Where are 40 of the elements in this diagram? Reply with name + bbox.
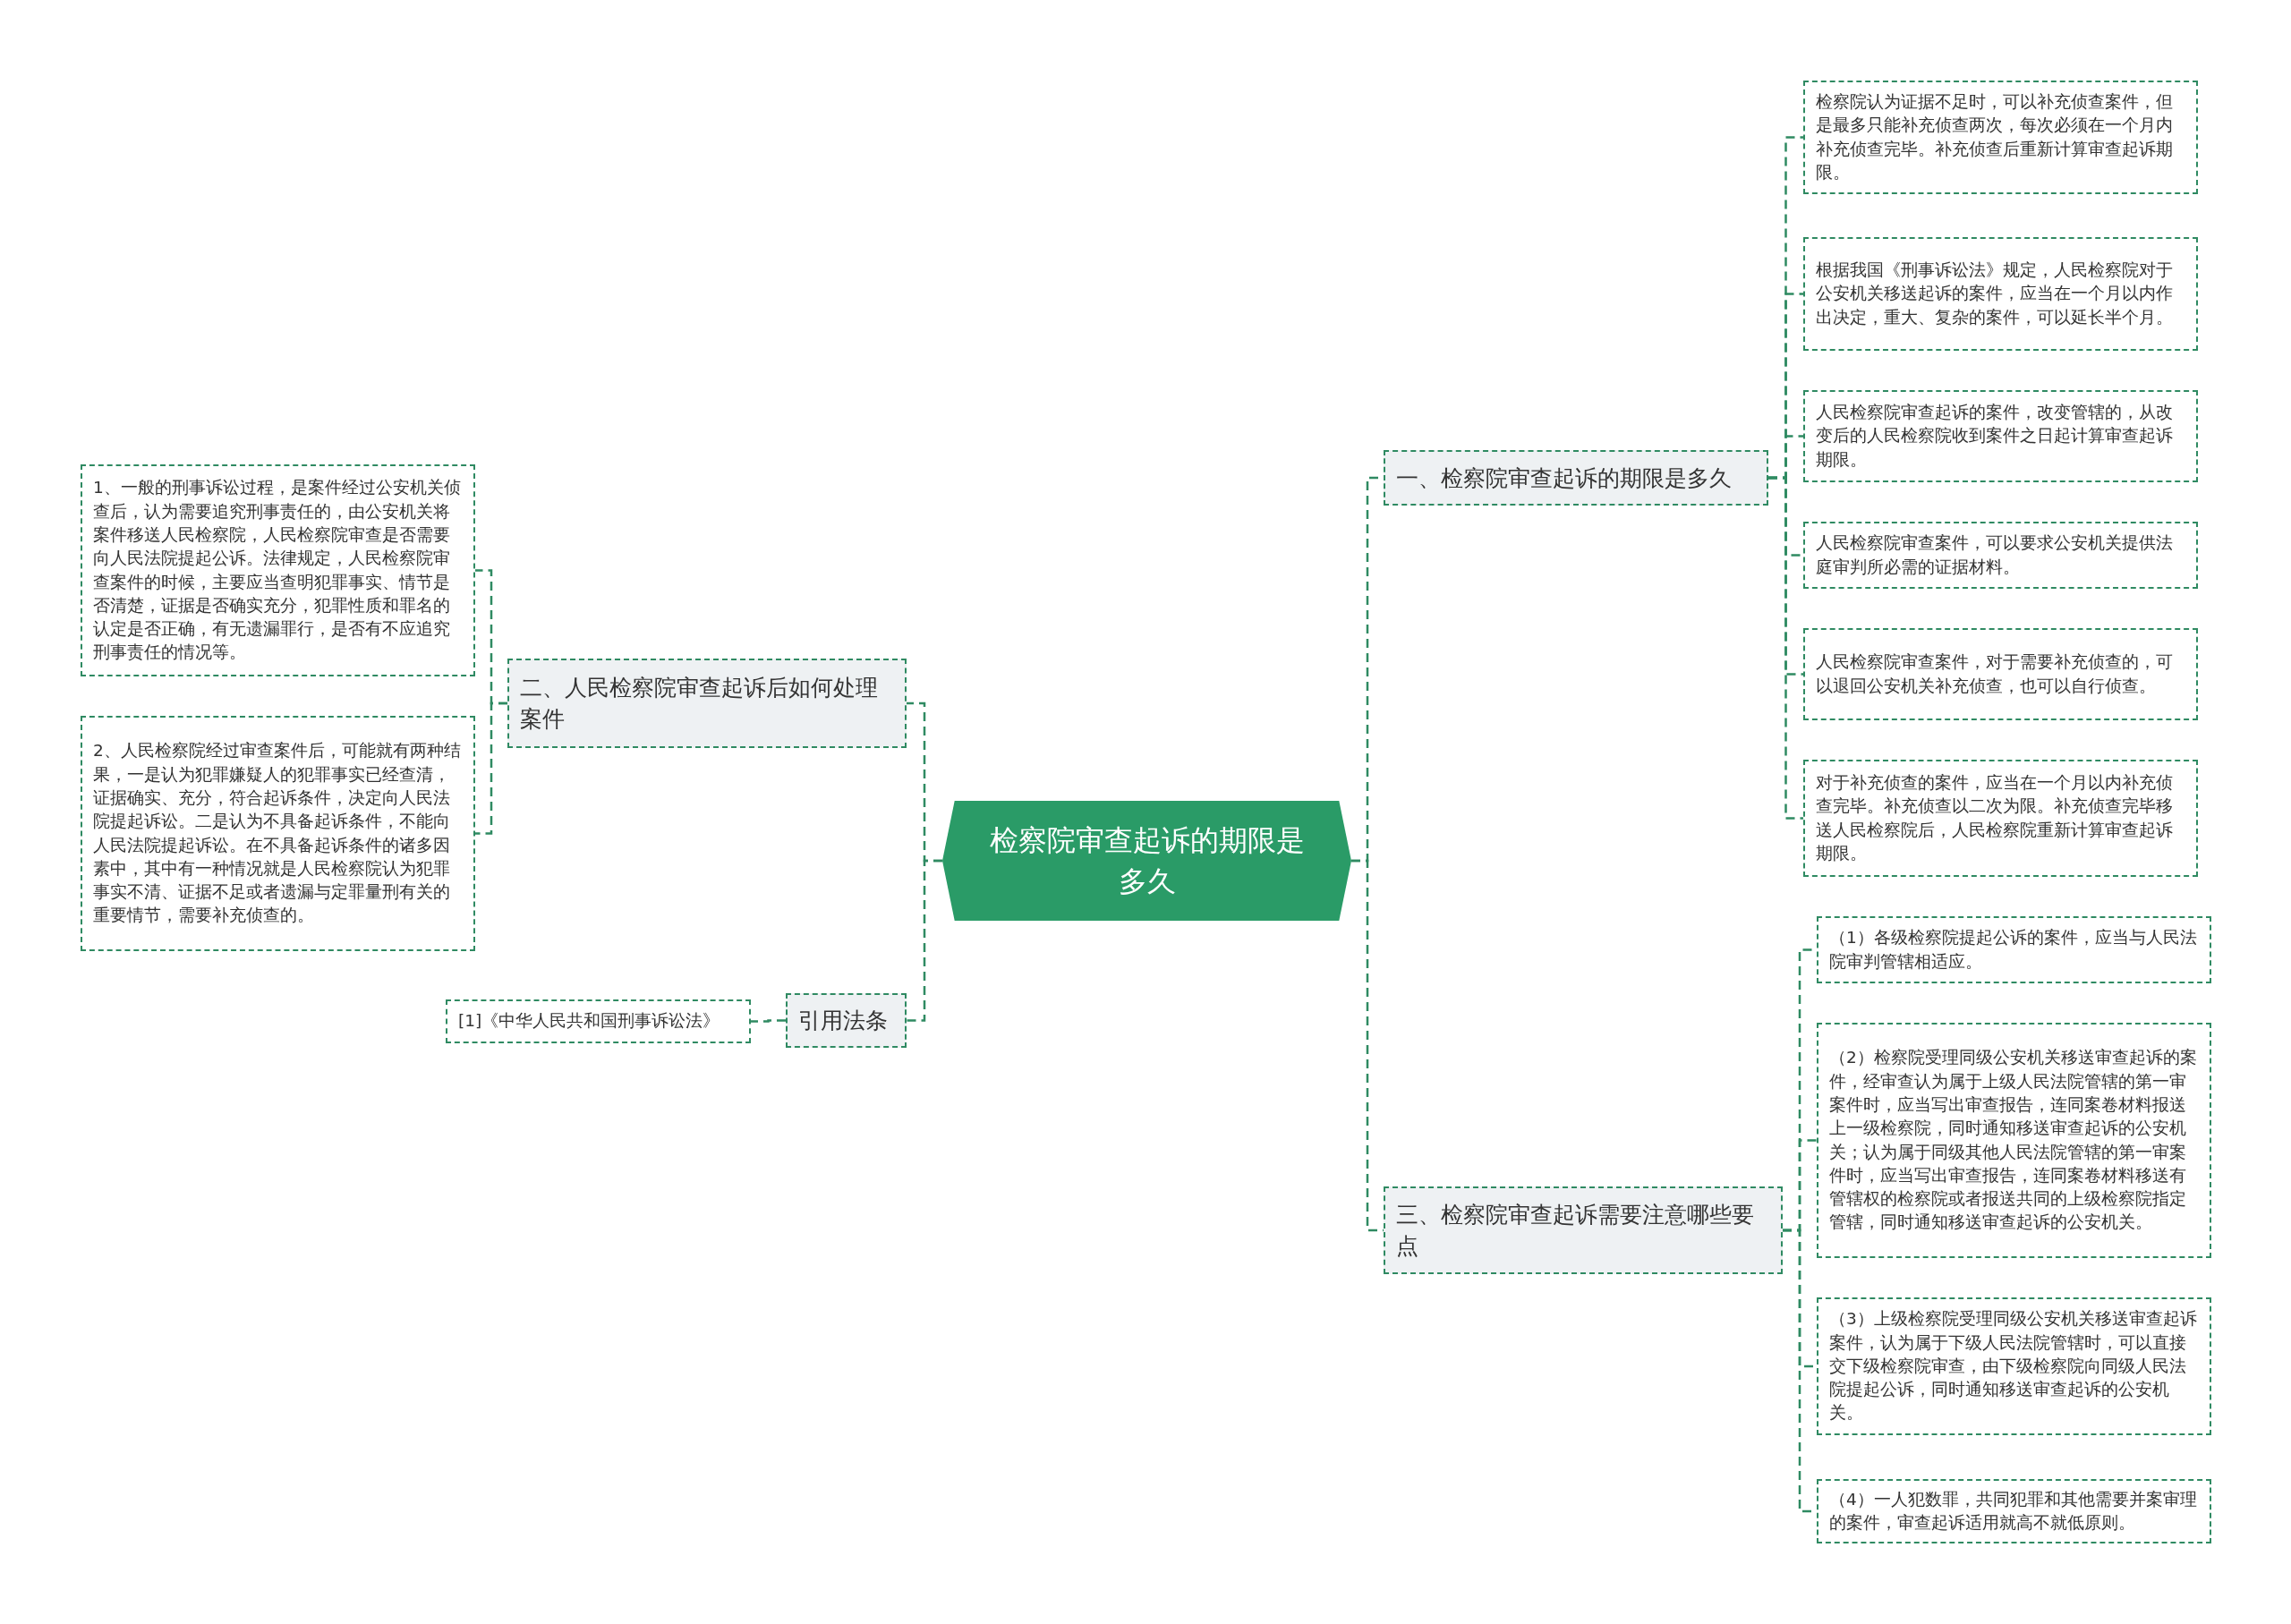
connector <box>751 1019 786 1023</box>
note-text: [1]《中华人民共和国刑事诉讼法》 <box>458 1010 720 1033</box>
note-text: （2）检察院受理同级公安机关移送审查起诉的案件，经审查认为属于上级人民法院管辖的第一审案件时，应当写出审查报告，连同案卷材料报送上一级检察院，同时通知移送审查起诉的公安机关；认为属于同级其他人民法院管辖的第一审案件时，应当写出审查报告，连同案卷材料移送有管辖权的检察院或者报送共同的上级检察院指定管辖，同时通知移送审查起诉的公安机关。 <box>1829 1047 2198 1234</box>
note-box <box>1817 1023 2211 1258</box>
topic-text: 一、检察院审查起诉的期限是多久 <box>1396 463 1732 493</box>
topic-text: 引用法条 <box>798 1007 888 1035</box>
note-box <box>1817 1297 2211 1435</box>
note-box <box>1803 760 2198 877</box>
note-box <box>81 716 475 951</box>
note-text: （3）上级检察院受理同级公安机关移送审查起诉案件，认为属于下级人民法院管辖时，可以直接交下级检察院审查，由下级检察院向同级人民法院提起公诉，同时通知移送审查起诉的公安机关。 <box>1829 1308 2198 1424</box>
note-text: 1、一般的刑事诉讼过程，是案件经过公安机关侦查后，认为需要追究刑事责任的，由公安机关将案件移送人民检察院，人民检察院审查是否需要向人民法院提起公诉。法律规定，人民检察院审查案件的时候，主要应当查明犯罪事实、情节是否清楚，证据是否确实充分，犯罪性质和罪名的认定是否正确，有无遗漏罪行，是否有不应追究刑事责任的情况等。 <box>93 477 462 664</box>
note-box <box>1817 1479 2211 1543</box>
note-text: 2、人民检察院经过审查案件后，可能就有两种结果，一是认为犯罪嫌疑人的犯罪事实已经查清，证据确实、充分，符合起诉条件，决定向人民法院提起诉讼。二是认为不具备起诉条件，不能向人民法院提起诉讼。在不具备起诉条件的诸多因素中，其中有一种情况就是人民检察院认为犯罪事实不清、证据不足或者遗漏与定罪量刑有关的重要情节，需要补充侦查的。 <box>93 740 462 927</box>
connector <box>907 859 942 1022</box>
note-text: 人民检察院审查起诉的案件，改变管辖的，从改变后的人民检察院收到案件之日起计算审查起诉期限。 <box>1816 402 2174 471</box>
note-box <box>1803 390 2198 482</box>
note-text: 对于补充侦查的案件，应当在一个月以内补充侦查完毕。补充侦查以二次为限。补充侦查完毕移送人民检察院后，人民检察院重新计算审查起诉期限。 <box>1816 771 2174 864</box>
note-box <box>1803 522 2198 589</box>
note-box <box>1803 81 2198 194</box>
topic-text: 检察院审查起诉的期限是多久 <box>988 821 1306 900</box>
note-text: 人民检察院审查案件，对于需要补充侦查的，可以退回公安机关补充侦查，也可以自行侦查。 <box>1816 651 2174 697</box>
note-box <box>446 999 751 1043</box>
note-box <box>81 464 475 676</box>
topic-box <box>507 659 907 748</box>
note-box <box>1803 628 2198 720</box>
note-box <box>1803 237 2198 351</box>
central-topic <box>942 801 1351 921</box>
note-text: （1）各级检察院提起公诉的案件，应当与人民法院审判管辖相适应。 <box>1829 927 2198 973</box>
connector <box>475 701 507 835</box>
note-box <box>1817 916 2211 983</box>
topic-box <box>1384 450 1768 506</box>
note-text: （4）一人犯数罪，共同犯罪和其他需要并案审理的案件，审查起诉适用就高不就低原则。 <box>1829 1488 2198 1534</box>
connector <box>1768 476 1803 820</box>
note-text: 检察院认为证据不足时，可以补充侦查案件，但是最多只能补充侦查两次，每次必须在一个月内补充侦查完毕。补充侦查后重新计算审查起诉期限。 <box>1816 90 2174 183</box>
topic-text: 三、检察院审查起诉需要注意哪些要点 <box>1396 1201 1755 1261</box>
topic-text: 二、人民检察院审查起诉后如何处理案件 <box>520 674 879 734</box>
note-text: 人民检察院审查案件，可以要求公安机关提供法庭审判所必需的证据材料。 <box>1816 532 2174 578</box>
topic-box <box>786 993 907 1048</box>
topic-box <box>1384 1186 1783 1274</box>
note-text: 根据我国《刑事诉讼法》规定，人民检察院对于公安机关移送起诉的案件，应当在一个月以内作出决定，重大、复杂的案件，可以延长半个月。 <box>1816 259 2174 328</box>
